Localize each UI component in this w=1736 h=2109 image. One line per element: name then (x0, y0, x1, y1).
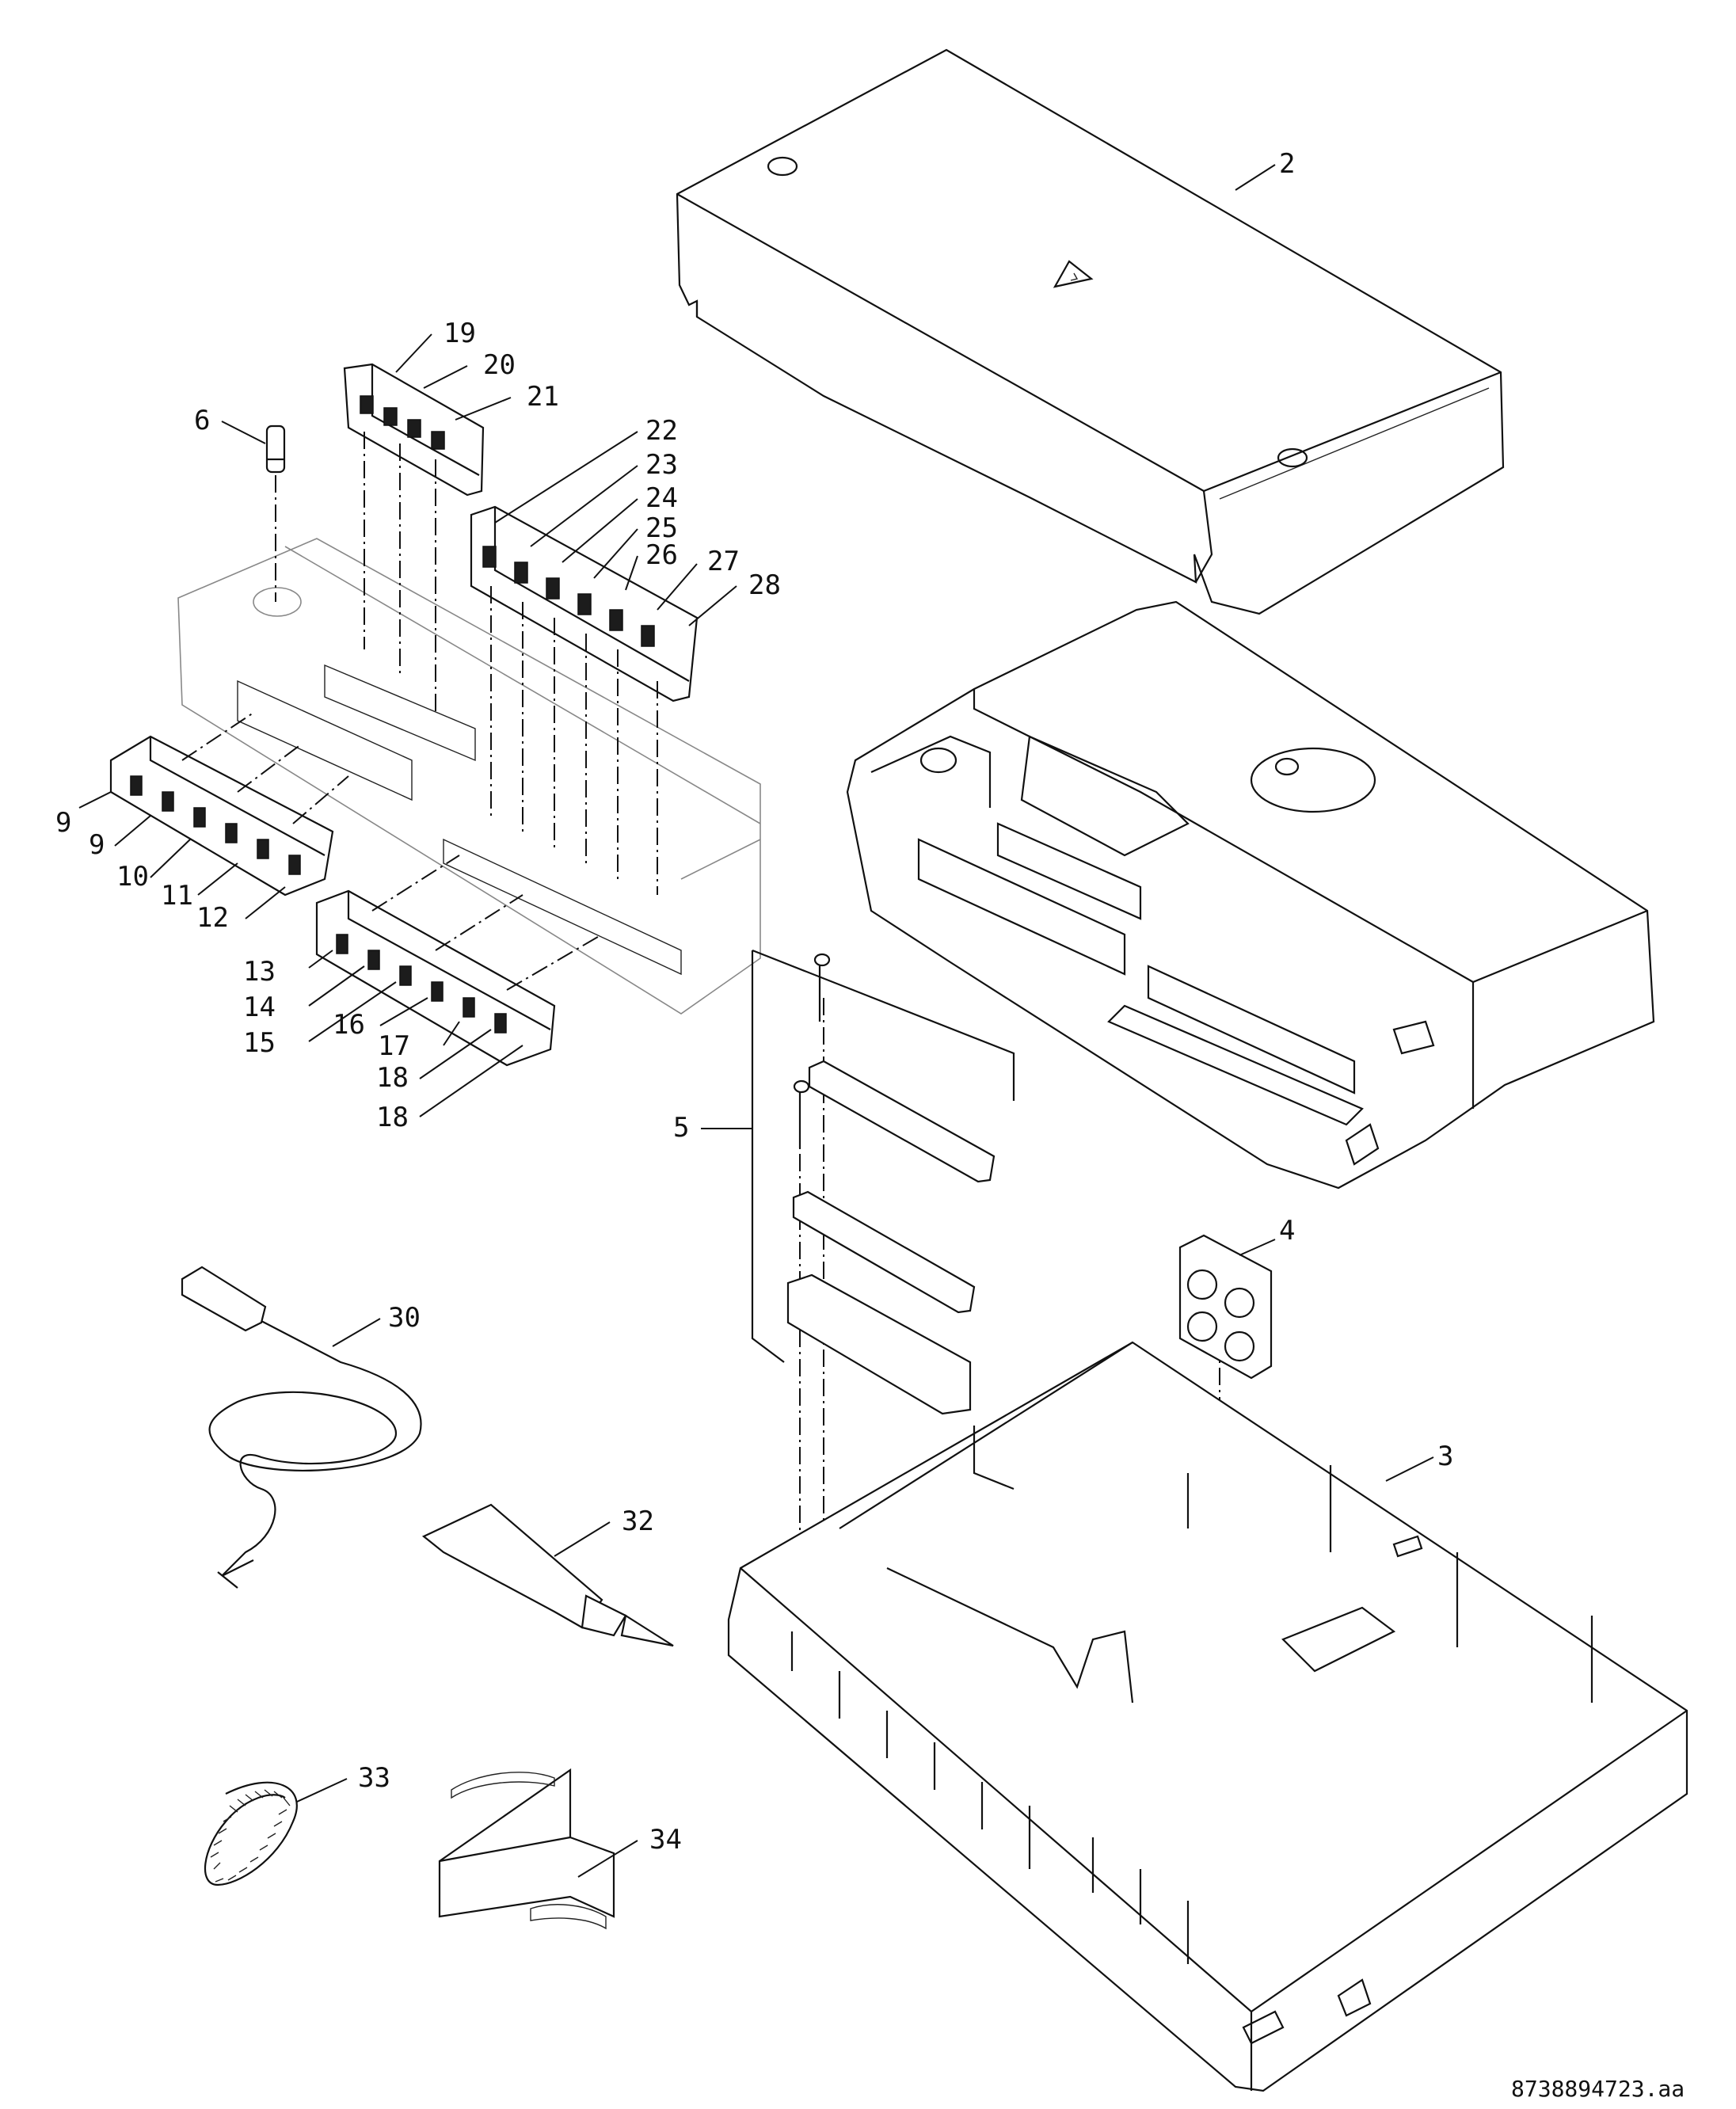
part-32-paste-tube (421, 1503, 674, 1647)
connectors-13-18 (315, 889, 556, 1067)
callout-26: 26 (645, 539, 678, 571)
callout-24: 24 (645, 482, 678, 514)
callout-9a: 9 (55, 807, 71, 839)
callout-18b: 18 (376, 1102, 409, 1133)
callout-25: 25 (645, 512, 678, 544)
callout-2: 2 (1279, 148, 1295, 180)
callout-4: 4 (1279, 1215, 1295, 1247)
part-33-spring (204, 1781, 298, 1886)
callout-28: 28 (748, 569, 781, 601)
part-4-grommet (1178, 1234, 1273, 1380)
callout-23: 23 (645, 449, 678, 481)
callout-5: 5 (673, 1112, 689, 1144)
callout-13: 13 (243, 956, 276, 988)
connectors-19-21 (343, 363, 485, 497)
callout-labels: 2 3 4 5 6 9 9 10 11 12 13 14 15 16 17 18… (55, 148, 1453, 1856)
callout-9b: 9 (89, 829, 105, 861)
callout-20: 20 (483, 349, 516, 381)
part-2-cover (676, 48, 1505, 615)
callout-32: 32 (622, 1506, 654, 1537)
assembly-lines (181, 432, 1220, 1845)
leader-lines (78, 164, 1434, 1878)
connectors-22-28 (470, 505, 699, 702)
callout-15: 15 (243, 1027, 276, 1059)
part-5-strain-relief (751, 949, 1015, 1415)
callout-27: 27 (707, 546, 740, 577)
callout-17: 17 (378, 1030, 410, 1062)
callout-34: 34 (649, 1824, 682, 1856)
callout-19: 19 (444, 318, 476, 349)
document-id: 8738894723.aa (1511, 2076, 1685, 2102)
callout-11: 11 (161, 880, 193, 912)
callout-22: 22 (645, 415, 678, 447)
part-34-clip (438, 1768, 615, 1930)
part-6-fuse (265, 424, 286, 474)
callout-10: 10 (116, 861, 149, 893)
part-3-base (727, 1341, 1688, 2092)
callout-30: 30 (388, 1302, 421, 1334)
callout-21: 21 (527, 381, 559, 413)
part-30-sensor (181, 1266, 422, 1589)
connectors-9-12 (109, 735, 334, 897)
callout-12: 12 (196, 902, 229, 934)
callout-6: 6 (194, 405, 210, 436)
callout-33: 33 (358, 1762, 390, 1794)
callout-3: 3 (1437, 1441, 1453, 1472)
callout-16: 16 (333, 1009, 365, 1041)
callout-14: 14 (243, 992, 276, 1023)
controller-assembly (846, 600, 1655, 1190)
callout-18a: 18 (376, 1062, 409, 1094)
